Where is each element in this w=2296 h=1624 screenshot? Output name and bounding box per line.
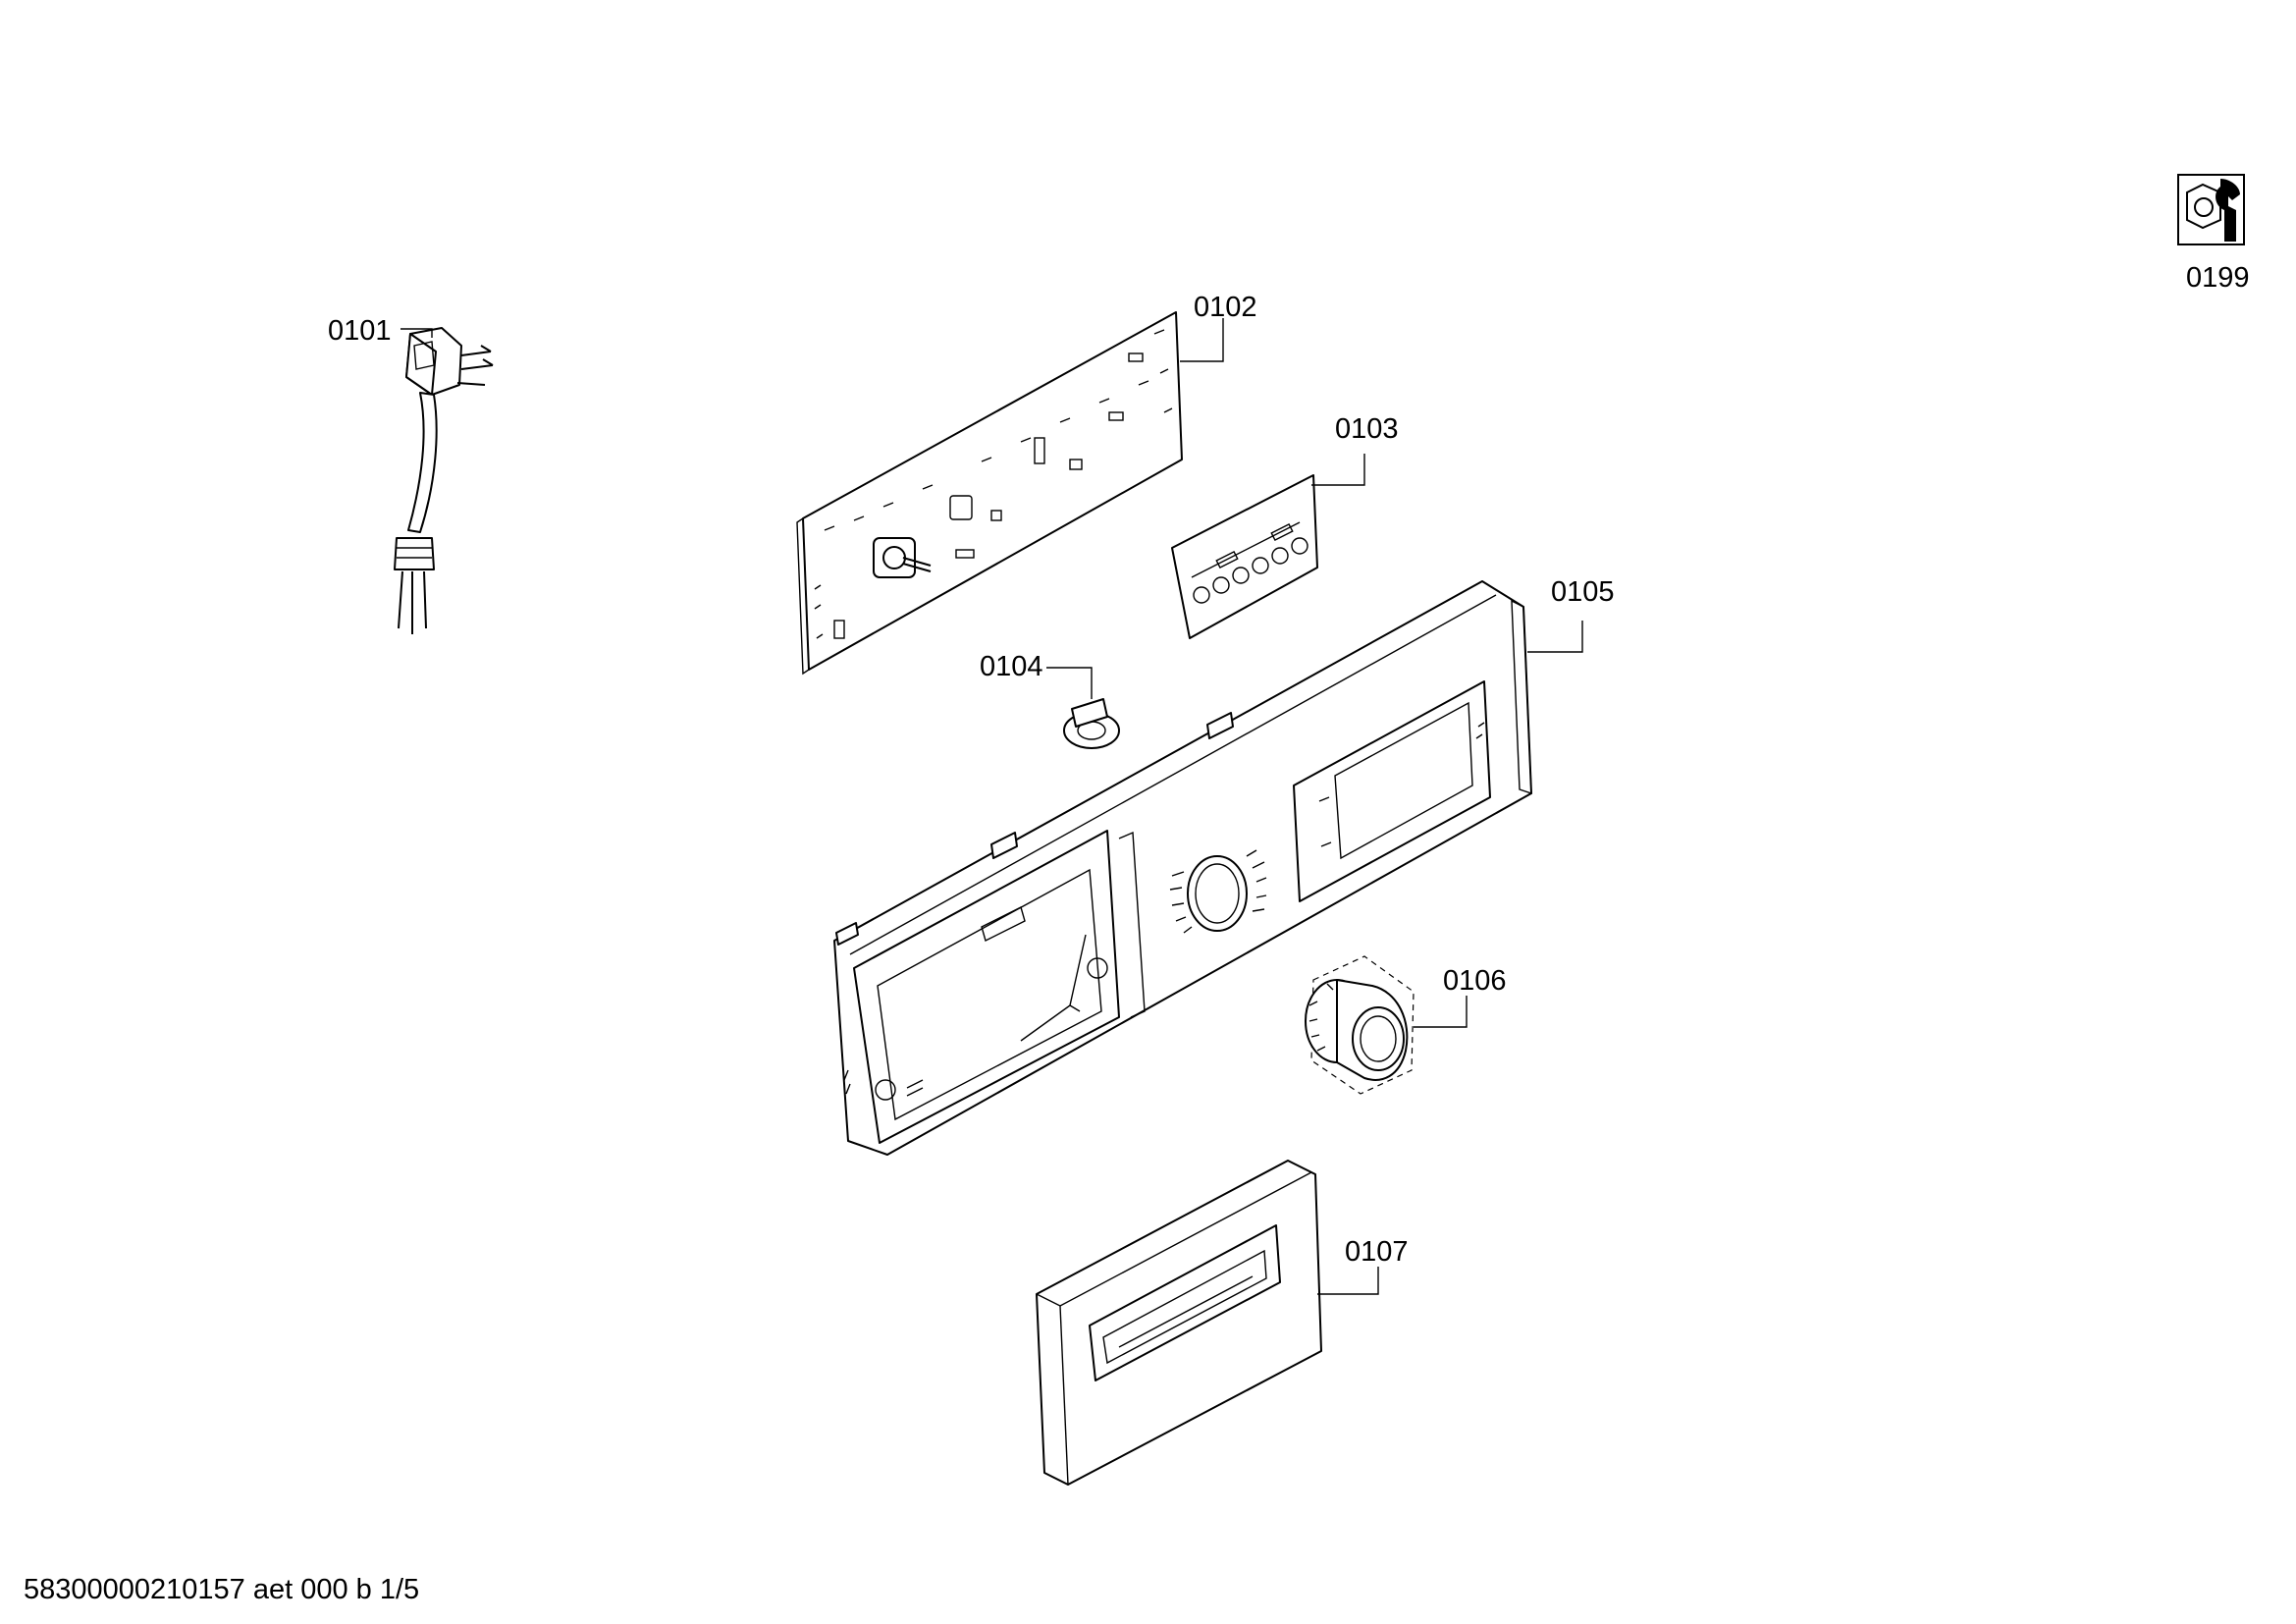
drawing-reference: 58300000210157 aet 000 b 1/5 — [24, 1574, 419, 1605]
label-0104: 0104 — [980, 651, 1043, 682]
leader-0103 — [1311, 454, 1365, 486]
part-0101-power-cord[interactable] — [394, 327, 494, 634]
label-0101: 0101 — [328, 315, 392, 347]
tools-icon[interactable] — [2177, 174, 2245, 245]
part-0106-selector-knob[interactable] — [1305, 955, 1415, 1095]
label-0102: 0102 — [1194, 292, 1257, 323]
part-0102-control-module[interactable] — [796, 311, 1183, 676]
part-0105-control-panel[interactable] — [833, 580, 1532, 1156]
label-0105: 0105 — [1551, 576, 1615, 608]
part-0103-display-foil[interactable] — [1171, 474, 1318, 639]
label-0103: 0103 — [1335, 413, 1399, 445]
leader-0102 — [1180, 318, 1224, 362]
leader-0104 — [1046, 667, 1093, 699]
leader-0105 — [1527, 621, 1583, 653]
label-0106: 0106 — [1443, 965, 1507, 997]
part-0107-drawer-handle[interactable] — [1036, 1160, 1322, 1486]
leader-0101 — [400, 328, 433, 338]
label-0107: 0107 — [1345, 1236, 1409, 1268]
leader-0106 — [1414, 996, 1468, 1028]
label-0199: 0199 — [2186, 262, 2250, 294]
leader-0107 — [1317, 1267, 1379, 1295]
part-0104-light-guide[interactable] — [1063, 698, 1120, 749]
